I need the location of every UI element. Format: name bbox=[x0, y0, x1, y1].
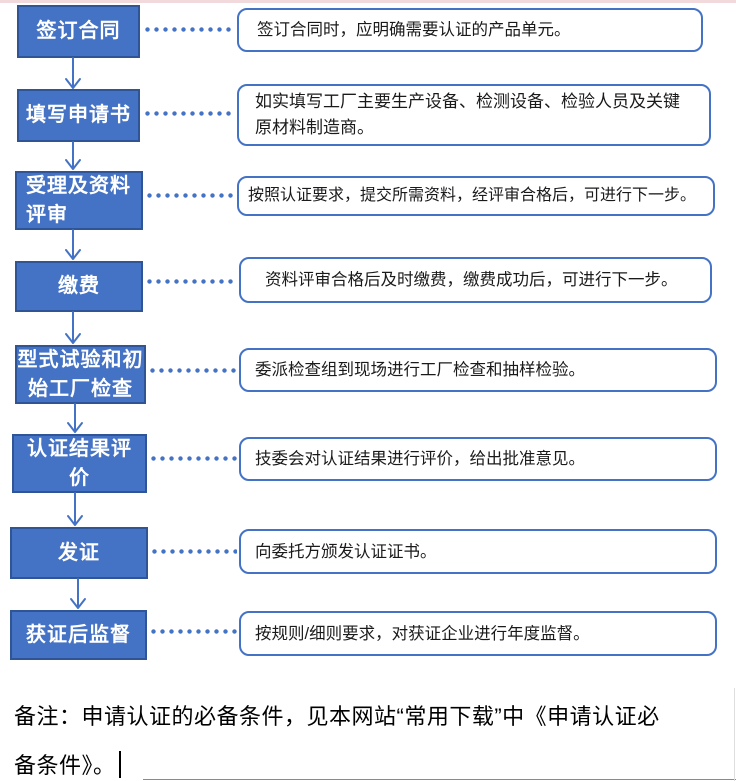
footer-note-line2-text: 备条件》。 bbox=[14, 753, 116, 778]
desc-payment: 资料评审合格后及时缴费，缴费成功后，可进行下一步。 bbox=[239, 257, 712, 303]
footer-note[interactable]: 备注：申请认证的必备条件，见本网站“常用下载”中《申请认证必 备条件》。 bbox=[14, 692, 724, 781]
desc-text: 按照认证要求，提交所需资料，经评审合格后，可进行下一步。 bbox=[248, 187, 697, 204]
table-cell-border-right bbox=[734, 688, 735, 781]
flow-step-post-certification-supervision: 获证后监督 bbox=[10, 610, 147, 660]
desc-text: 按规则/细则要求，对获证企业进行年度监督。 bbox=[255, 624, 590, 643]
desc-result-evaluation: 技委会对认证结果进行评价，给出批准意见。 bbox=[239, 437, 717, 481]
desc-fill-application: 如实填写工厂主要生产设备、检测设备、检验人员及关键原材料制造商。 bbox=[237, 84, 711, 146]
desc-text: 委派检查组到现场进行工厂检查和抽样检验。 bbox=[255, 361, 585, 379]
table-cell-border-bottom bbox=[143, 779, 736, 780]
flow-step-result-evaluation: 认证结果评 价 bbox=[12, 434, 147, 493]
dotted-connector bbox=[152, 549, 237, 554]
dotted-connector bbox=[147, 193, 235, 198]
dotted-connector bbox=[145, 27, 235, 32]
step-label: 受理及资料 评审 bbox=[26, 174, 131, 226]
flow-step-acceptance-review: 受理及资料 评审 bbox=[15, 171, 143, 230]
desc-text: 技委会对认证结果进行评价，给出批准意见。 bbox=[255, 450, 585, 468]
flow-step-fill-application: 填写申请书 bbox=[17, 89, 140, 142]
desc-text: 向委托方颁发认证证书。 bbox=[255, 542, 437, 561]
step-label: 认证结果评 价 bbox=[27, 437, 132, 489]
step-label: 签订合同 bbox=[36, 20, 121, 42]
desc-text: 资料评审合格后及时缴费，缴费成功后，可进行下一步。 bbox=[265, 271, 678, 289]
flow-step-type-test-factory-inspection: 型式试验和初 始工厂检查 bbox=[15, 345, 146, 404]
flow-step-issue-certificate: 发证 bbox=[10, 527, 148, 579]
desc-text: 如实填写工厂主要生产设备、检测设备、检验人员及关键原材料制造商。 bbox=[255, 92, 680, 137]
desc-acceptance-review: 按照认证要求，提交所需资料，经评审合格后，可进行下一步。 bbox=[237, 176, 715, 216]
footer-note-line1: 备注：申请认证的必备条件，见本网站“常用下载”中《申请认证必 bbox=[14, 704, 660, 729]
dotted-connector bbox=[151, 456, 237, 461]
desc-sign-contract: 签订合同时，应明确需要认证的产品单元。 bbox=[237, 8, 703, 52]
dotted-connector bbox=[147, 279, 237, 284]
desc-post-certification-supervision: 按规则/细则要求，对获证企业进行年度监督。 bbox=[239, 611, 717, 656]
step-label: 型式试验和初 始工厂检查 bbox=[17, 348, 144, 400]
dotted-connector bbox=[150, 368, 237, 373]
footer-note-line2: 备条件》。 bbox=[14, 741, 724, 781]
desc-type-test-factory-inspection: 委派检查组到现场进行工厂检查和抽样检验。 bbox=[239, 348, 717, 392]
flow-step-sign-contract: 签订合同 bbox=[17, 5, 140, 58]
step-label: 获证后监督 bbox=[26, 623, 131, 646]
step-label: 填写申请书 bbox=[26, 104, 131, 126]
decorative-top-strip bbox=[0, 0, 736, 3]
flow-step-payment: 缴费 bbox=[15, 261, 143, 312]
dotted-connector bbox=[151, 629, 237, 634]
desc-issue-certificate: 向委托方颁发认证证书。 bbox=[239, 529, 717, 574]
step-label: 发证 bbox=[58, 541, 100, 564]
dotted-connector bbox=[145, 111, 235, 116]
step-label: 缴费 bbox=[58, 275, 100, 297]
desc-text: 签订合同时，应明确需要认证的产品单元。 bbox=[257, 21, 571, 39]
text-caret bbox=[118, 751, 121, 778]
